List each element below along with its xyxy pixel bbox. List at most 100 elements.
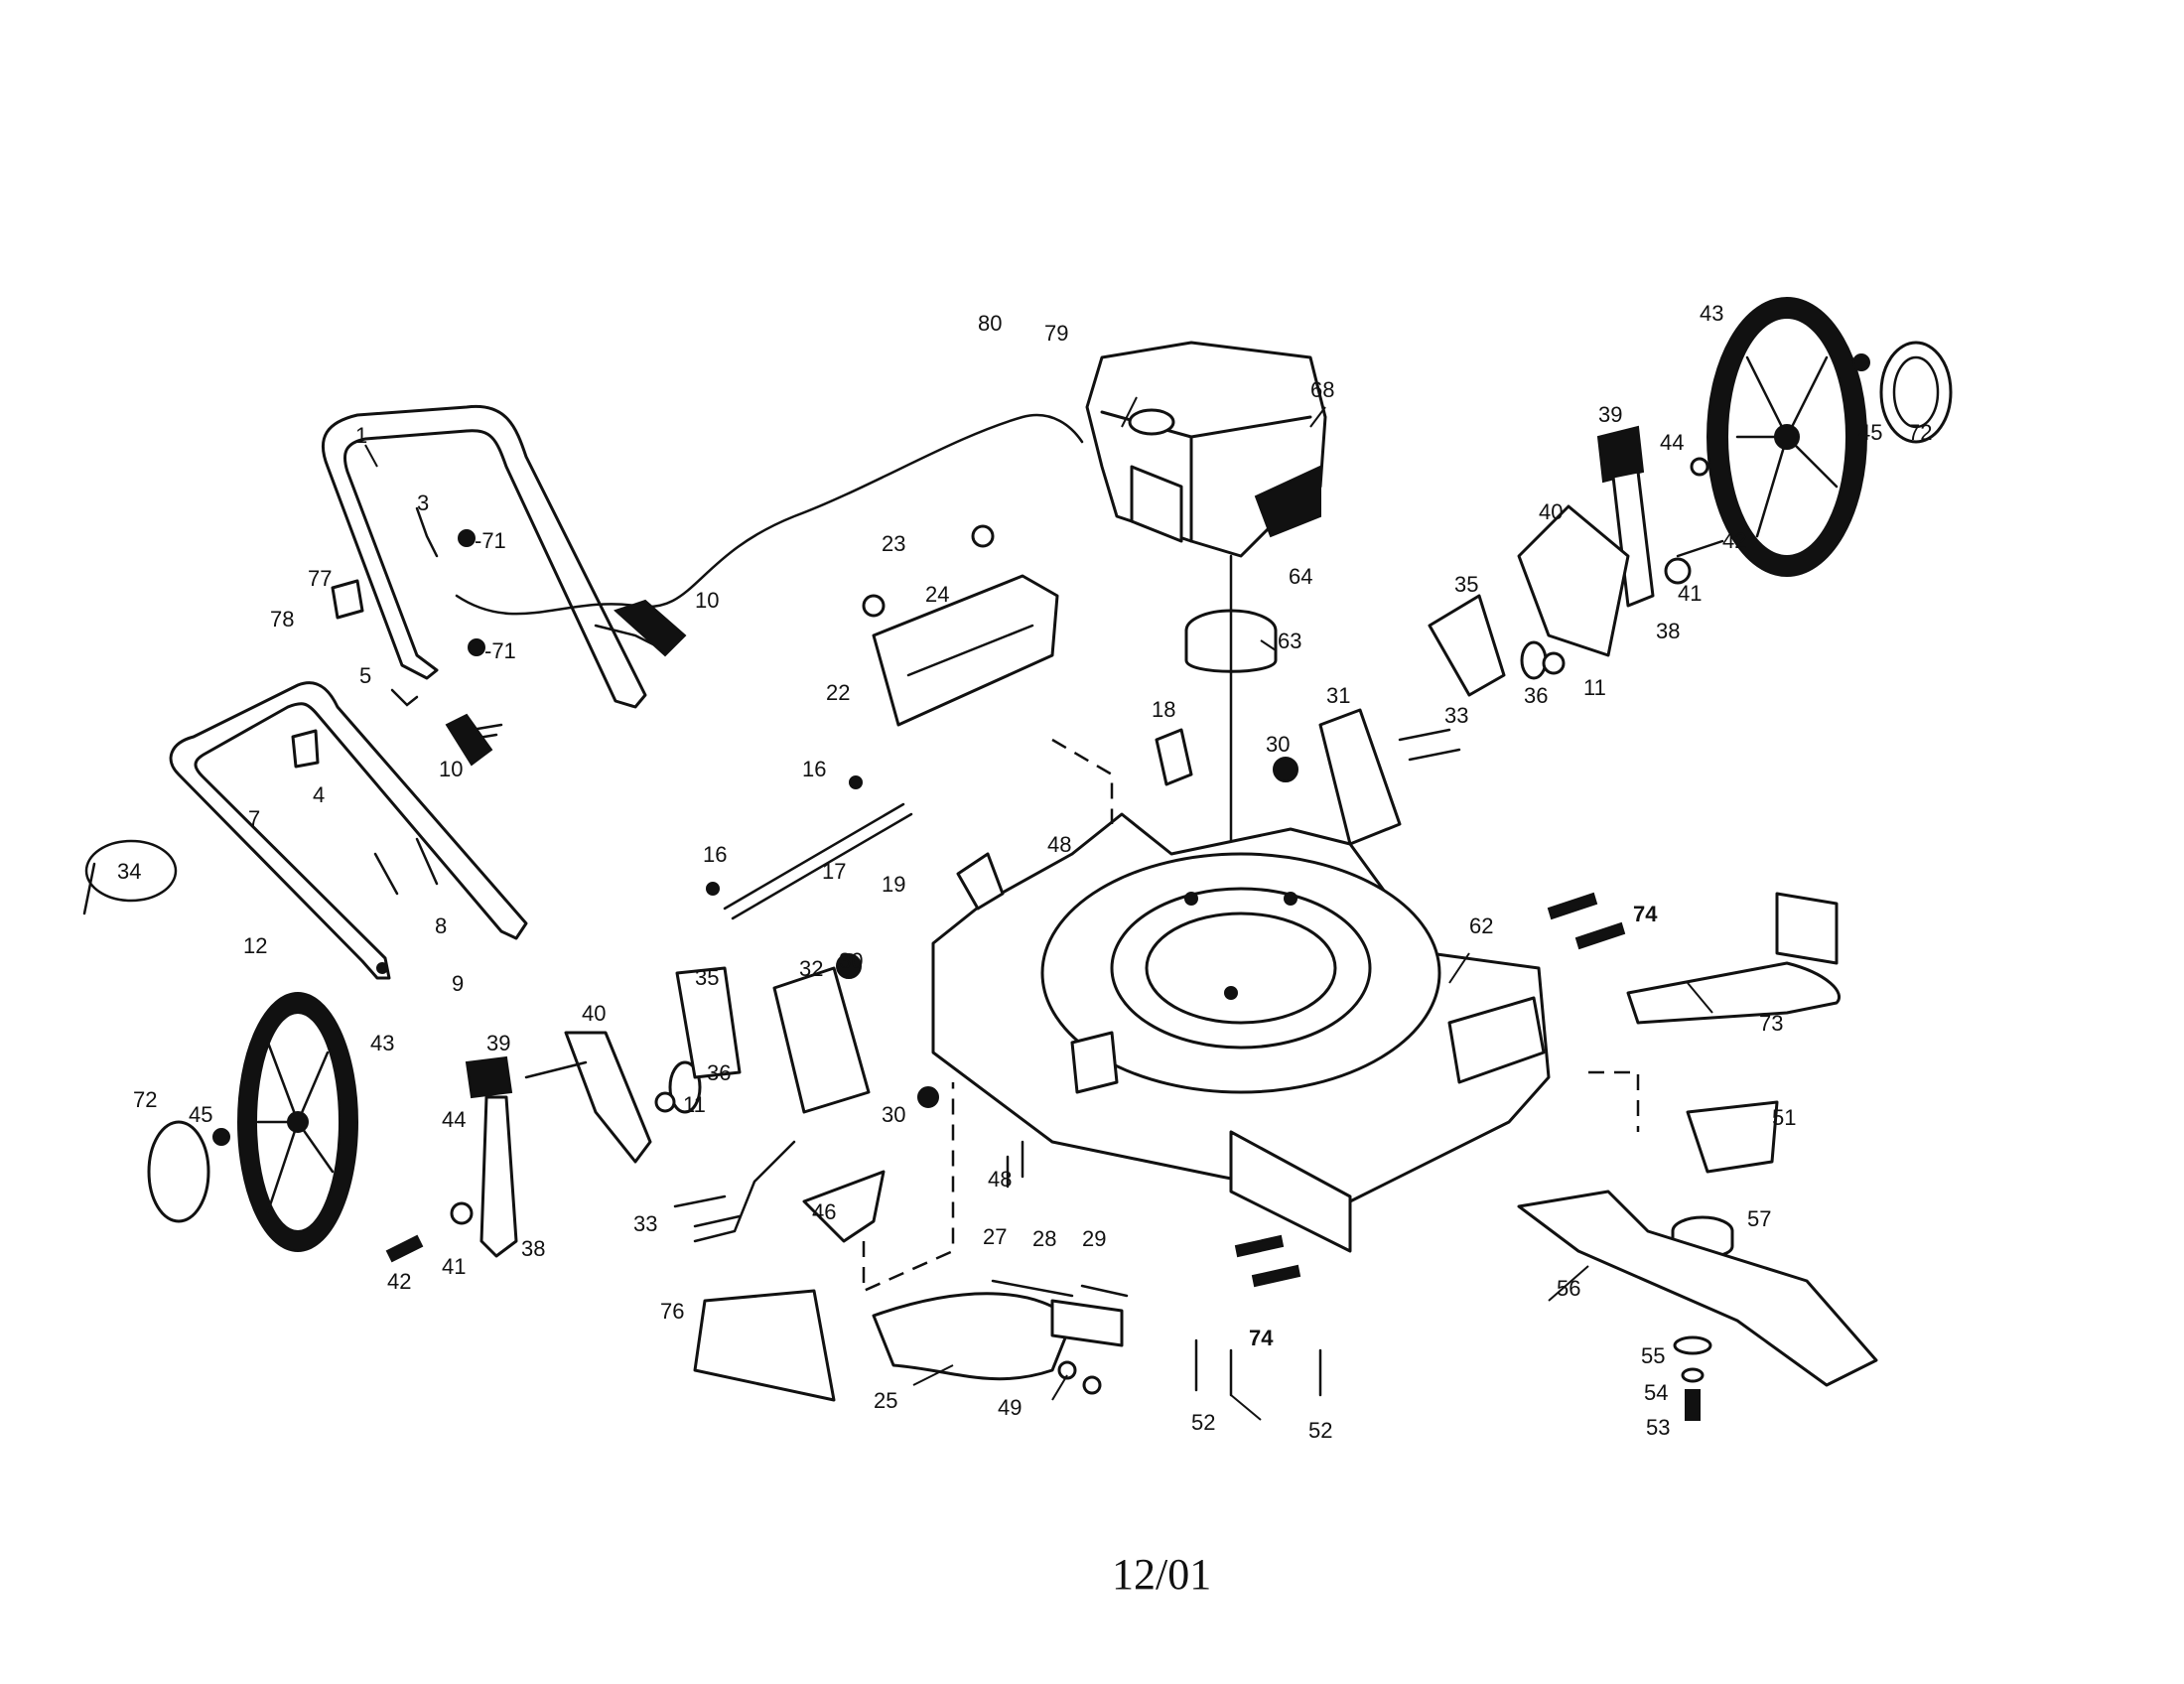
callout-48a: 48 xyxy=(1047,832,1071,857)
callout-73: 73 xyxy=(1759,1011,1783,1036)
callout-41b: 41 xyxy=(442,1254,466,1279)
callout-30b: 30 xyxy=(839,948,863,973)
callout-71b: -71 xyxy=(484,638,516,663)
callout-46: 46 xyxy=(812,1199,836,1224)
callouts: 1 3 -71 -71 77 78 5 10 10 7 4 34 12 8 9 … xyxy=(117,301,1932,1443)
callout-42b: 42 xyxy=(387,1269,411,1294)
callout-35a: 35 xyxy=(1454,572,1478,597)
callout-29: 29 xyxy=(1082,1226,1106,1251)
engine-pulley-63 xyxy=(1184,554,1278,995)
callout-41a: 41 xyxy=(1678,581,1702,606)
callout-62: 62 xyxy=(1469,913,1493,938)
engine-68 xyxy=(1085,341,1327,558)
callout-27: 27 xyxy=(983,1224,1007,1249)
callout-35b: 35 xyxy=(695,965,719,990)
callout-64: 64 xyxy=(1289,564,1312,589)
callout-39a: 39 xyxy=(1598,402,1622,427)
callout-9: 9 xyxy=(452,971,464,996)
callout-71a: -71 xyxy=(475,528,506,553)
callout-3: 3 xyxy=(417,491,429,515)
callout-48b: 48 xyxy=(988,1167,1012,1192)
rear-flap-76 xyxy=(693,1289,836,1402)
callout-23: 23 xyxy=(882,531,905,556)
callout-24: 24 xyxy=(925,582,949,607)
callout-51: 51 xyxy=(1772,1105,1796,1130)
axle-rod-17 xyxy=(706,775,913,920)
callout-44b: 44 xyxy=(442,1107,466,1132)
chute-door-25 xyxy=(872,1292,1074,1381)
callout-39b: 39 xyxy=(486,1031,510,1055)
callout-19: 19 xyxy=(882,872,905,897)
callout-80: 80 xyxy=(978,311,1002,336)
callout-44a: 44 xyxy=(1660,430,1684,455)
blade-adapter-51-57 xyxy=(1588,1070,1779,1259)
callout-38b: 38 xyxy=(521,1236,545,1261)
callout-56: 56 xyxy=(1557,1276,1580,1301)
callout-74a: 74 xyxy=(1633,902,1658,926)
hubcap-72-left xyxy=(147,1120,210,1223)
callout-52a: 52 xyxy=(1191,1410,1215,1435)
callout-57: 57 xyxy=(1747,1206,1771,1231)
deck-bolts-52-74 xyxy=(1194,892,1626,1397)
callout-25: 25 xyxy=(874,1388,897,1413)
callout-79: 79 xyxy=(1044,321,1068,346)
callout-12: 12 xyxy=(243,933,267,958)
callout-45b: 45 xyxy=(189,1102,212,1127)
callout-10a: 10 xyxy=(695,588,719,613)
callout-52b: 52 xyxy=(1308,1418,1332,1443)
rear-deflector-46 xyxy=(802,1082,955,1293)
baffle-22 xyxy=(862,524,1059,727)
callout-54: 54 xyxy=(1644,1380,1668,1405)
callout-38a: 38 xyxy=(1656,619,1680,643)
height-adjuster-left xyxy=(212,953,871,1263)
blade-56 xyxy=(1517,1190,1878,1421)
hubcap-72-right xyxy=(1879,341,1953,444)
deck-62 xyxy=(931,812,1551,1253)
callout-72b: 72 xyxy=(133,1087,157,1112)
callout-18: 18 xyxy=(1152,697,1175,722)
callout-49: 49 xyxy=(998,1395,1022,1420)
callout-43b: 43 xyxy=(370,1031,394,1055)
callout-74b: 74 xyxy=(1249,1326,1274,1350)
lower-handle xyxy=(169,681,528,980)
callout-76: 76 xyxy=(660,1299,684,1324)
callout-31: 31 xyxy=(1326,683,1350,708)
callout-5: 5 xyxy=(359,663,371,688)
date-code: 12/01 xyxy=(1112,1550,1211,1599)
callout-33a: 33 xyxy=(1444,703,1468,728)
wheel-43-right xyxy=(1706,297,1867,577)
callout-34: 34 xyxy=(117,859,141,884)
callout-63: 63 xyxy=(1278,629,1301,653)
callout-16b: 16 xyxy=(703,842,727,867)
callout-11a: 11 xyxy=(1583,675,1606,700)
callout-40b: 40 xyxy=(582,1001,606,1026)
callout-72a: 72 xyxy=(1908,420,1932,445)
leader-lines xyxy=(364,396,1713,1421)
hinge-rod-27-28-29 xyxy=(991,1279,1129,1395)
callout-53: 53 xyxy=(1646,1415,1670,1440)
callout-55: 55 xyxy=(1641,1343,1665,1368)
callout-32: 32 xyxy=(799,956,823,981)
callout-22: 22 xyxy=(826,680,850,705)
callout-10b: 10 xyxy=(439,757,463,781)
callout-36a: 36 xyxy=(1524,683,1548,708)
callout-78: 78 xyxy=(270,607,294,632)
callout-42a: 42 xyxy=(1722,528,1746,553)
callout-17: 17 xyxy=(822,859,846,884)
callout-8: 8 xyxy=(435,913,447,938)
height-adjuster-right xyxy=(1273,353,1870,846)
callout-68: 68 xyxy=(1310,377,1334,402)
control-cable xyxy=(455,413,1084,647)
callout-77: 77 xyxy=(308,566,332,591)
cable-clip-34 xyxy=(82,839,178,915)
callout-1: 1 xyxy=(355,423,367,448)
callout-33b: 33 xyxy=(633,1211,657,1236)
callout-11b: 11 xyxy=(683,1092,706,1117)
bolts-left xyxy=(673,1086,1024,1243)
callout-4: 4 xyxy=(313,782,325,807)
callout-16a: 16 xyxy=(802,757,826,781)
callout-7: 7 xyxy=(248,806,260,831)
mulch-plug-73 xyxy=(1626,892,1841,1025)
callout-43a: 43 xyxy=(1700,301,1723,326)
